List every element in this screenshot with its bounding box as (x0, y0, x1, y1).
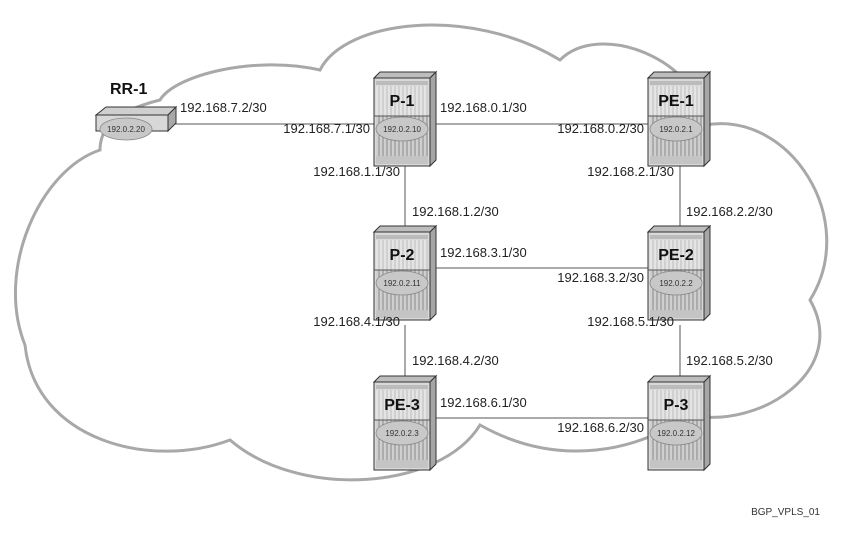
router-pe3[interactable]: PE-3 192.0.2.3 (373, 375, 437, 471)
ip-label: 192.168.4.1/30 (313, 314, 400, 329)
system-ip-ellipse (649, 420, 703, 446)
system-ip-pe3: 192.0.2.3 (385, 429, 419, 438)
ip-label: 192.168.4.2/30 (412, 353, 499, 368)
router-p2[interactable]: P-2 192.0.2.11 (373, 225, 437, 321)
node-name-pe1: PE-1 (658, 93, 694, 110)
system-ip-pe1: 192.0.2.1 (659, 125, 693, 134)
system-ip-p2: 192.0.2.11 (383, 279, 421, 288)
ip-label: 192.168.2.1/30 (587, 164, 674, 179)
system-ip-ellipse (99, 117, 153, 141)
system-ip-ellipse (375, 420, 429, 446)
node-name-rr1: RR-1 (110, 81, 147, 98)
system-ip-ellipse (649, 116, 703, 142)
system-ip-ellipse (375, 116, 429, 142)
ip-label: 192.168.7.1/30 (283, 121, 370, 136)
interface-labels: 192.168.7.2/30 192.168.7.1/30 192.168.0.… (180, 100, 773, 435)
node-name-p2: P-2 (390, 247, 415, 264)
ip-label: 192.168.3.1/30 (440, 245, 527, 260)
figure-id: BGP_VPLS_01 (751, 507, 820, 518)
system-ip-p1: 192.0.2.10 (383, 125, 421, 134)
router-pe2[interactable]: PE-2 192.0.2.2 (647, 225, 711, 321)
system-ip-rr1: 192.0.2.20 (107, 125, 145, 134)
ip-label: 192.168.2.2/30 (686, 204, 773, 219)
system-ip-pe2: 192.0.2.2 (659, 279, 693, 288)
ip-label: 192.168.6.2/30 (557, 420, 644, 435)
ip-label: 192.168.1.1/30 (313, 164, 400, 179)
ip-label: 192.168.1.2/30 (412, 204, 499, 219)
router-pe1[interactable]: PE-1 192.0.2.1 (647, 71, 711, 167)
system-ip-ellipse (649, 270, 703, 296)
router-rr1[interactable]: 192.0.2.20 (94, 105, 178, 141)
router-p1[interactable]: P-1 192.0.2.10 (373, 71, 437, 167)
router-p3[interactable]: P-3 192.0.2.12 (647, 375, 711, 471)
ip-label: 192.168.5.1/30 (587, 314, 674, 329)
ip-label: 192.168.5.2/30 (686, 353, 773, 368)
node-name-p3: P-3 (664, 397, 689, 414)
ip-label: 192.168.7.2/30 (180, 100, 267, 115)
ip-label: 192.168.6.1/30 (440, 395, 527, 410)
node-name-pe3: PE-3 (384, 397, 420, 414)
system-ip-ellipse (375, 270, 429, 296)
system-ip-p3: 192.0.2.12 (657, 429, 695, 438)
ip-label: 192.168.3.2/30 (557, 270, 644, 285)
node-name-pe2: PE-2 (658, 247, 694, 264)
ip-label: 192.168.0.2/30 (557, 121, 644, 136)
node-name-p1: P-1 (390, 93, 415, 110)
ip-label: 192.168.0.1/30 (440, 100, 527, 115)
